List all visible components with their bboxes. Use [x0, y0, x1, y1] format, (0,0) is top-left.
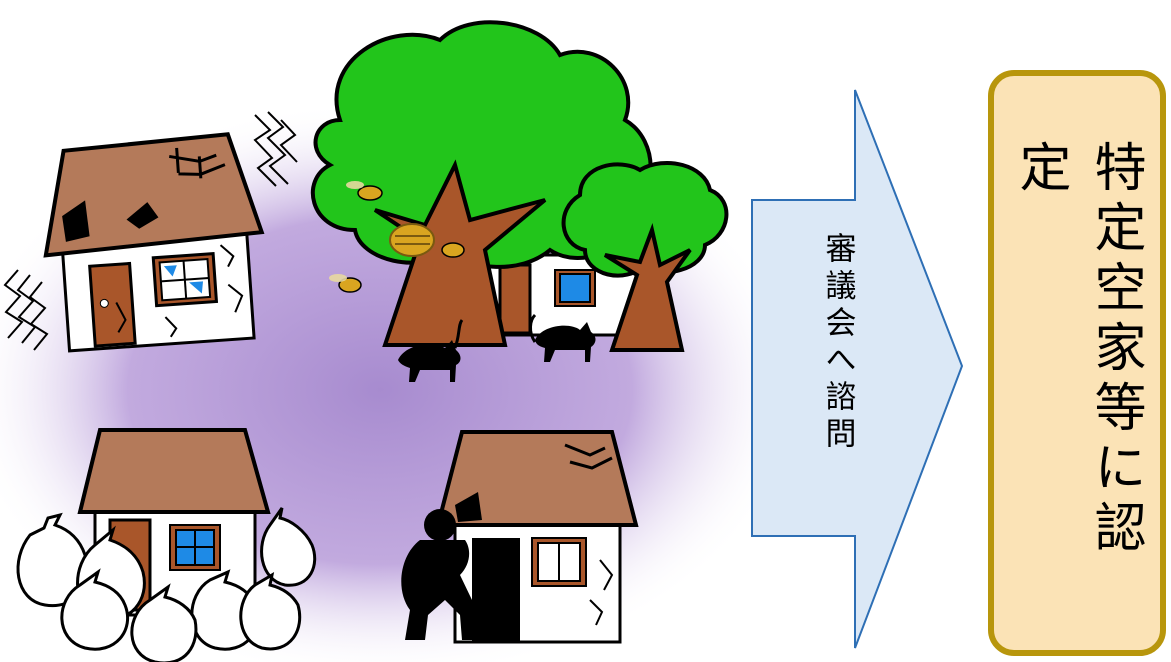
- result-label: 特定空家等に認定: [1010, 140, 1145, 560]
- hornet-icon: [329, 181, 465, 293]
- garbage-bags-icon: [16, 507, 317, 662]
- shake-lines-icon: [3, 111, 298, 351]
- overgrown-trees-icon: [310, 20, 729, 352]
- arrow-label: 審議会へ諮問: [819, 232, 856, 454]
- stray-cat-icon: [398, 313, 596, 382]
- intruder-icon: [401, 509, 478, 640]
- result-box: [988, 70, 1166, 656]
- damaged-house-icon: [435, 430, 639, 644]
- process-arrow: [751, 89, 964, 649]
- leaning-house-icon: [43, 132, 265, 353]
